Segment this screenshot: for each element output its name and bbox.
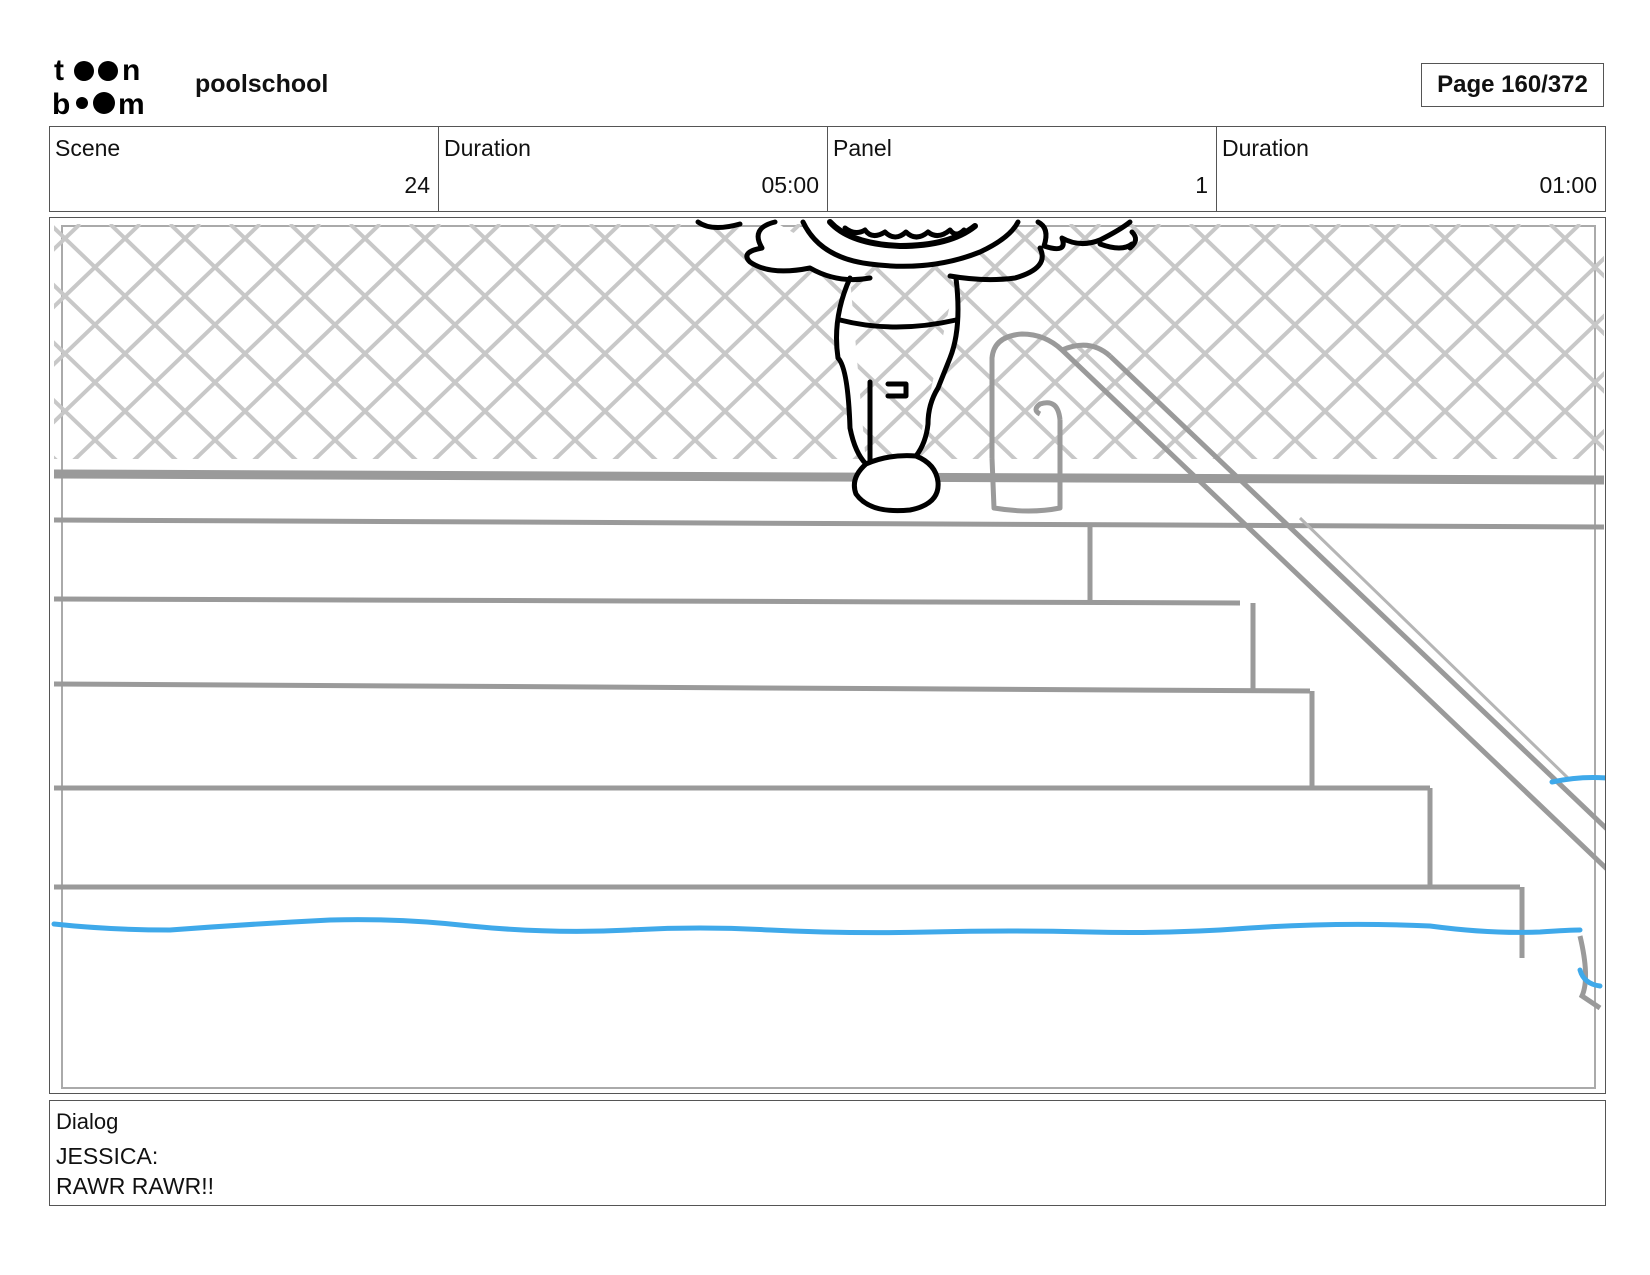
project-name: poolschool — [195, 70, 329, 98]
water-line — [51, 775, 1605, 989]
scene-duration-value: 05:00 — [761, 172, 819, 198]
svg-text:t: t — [54, 54, 64, 87]
panel-duration-value: 01:00 — [1539, 172, 1597, 198]
scene-label: Scene — [55, 135, 121, 161]
scene-value: 24 — [404, 172, 430, 198]
svg-text:m: m — [118, 88, 145, 118]
jessica-character — [695, 219, 1138, 514]
panel-duration-label: Duration — [1222, 135, 1309, 161]
dialog-label: Dialog — [56, 1109, 119, 1134]
dialog-box: Dialog JESSICA: RAWR RAWR!! — [49, 1100, 1606, 1206]
toon-boom-logo: t n b m — [52, 54, 145, 118]
page-number: Page 160/372 — [1421, 63, 1604, 107]
panel-cell: Panel 1 — [828, 127, 1217, 211]
chain-link-fence — [54, 224, 1604, 459]
fence-base-rail — [53, 469, 1605, 485]
scene-duration-cell: Duration 05:00 — [439, 127, 828, 211]
panel-value: 1 — [1195, 172, 1208, 198]
safe-area-frame — [61, 225, 1596, 1089]
scene-duration-label: Duration — [444, 135, 531, 161]
panel-info-table: Scene 24 Duration 05:00 Panel 1 Duration… — [49, 126, 1606, 212]
scene-cell: Scene 24 — [50, 127, 439, 211]
pool-ladder-handrail — [989, 331, 1605, 871]
panel-label: Panel — [833, 135, 892, 161]
bleacher-steps — [53, 517, 1605, 958]
panel-drawing — [51, 219, 1605, 1089]
svg-text:b: b — [52, 88, 70, 118]
dialog-speaker: JESSICA: — [56, 1143, 159, 1169]
svg-text:n: n — [122, 54, 140, 87]
storyboard-panel — [49, 217, 1606, 1094]
panel-duration-cell: Duration 01:00 — [1217, 127, 1605, 211]
dialog-text: RAWR RAWR!! — [56, 1173, 215, 1199]
